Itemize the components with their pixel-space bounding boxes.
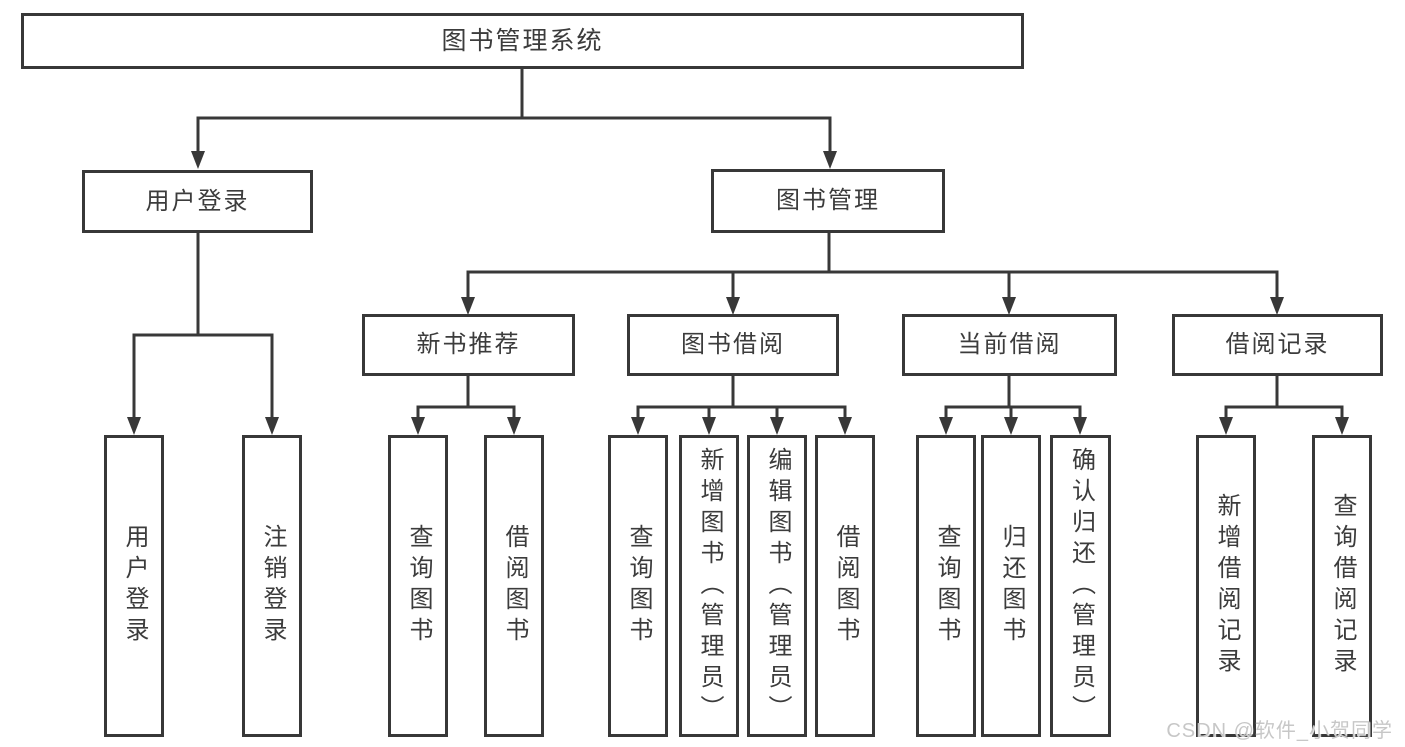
node-book-management-branch: 图书管理 <box>711 169 945 233</box>
leaf-query-books-1-label: 查询图书 <box>405 524 432 648</box>
leaf-query-books-1: 查询图书 <box>388 435 448 737</box>
leaf-edit-book-admin: 编辑图书（管理员） <box>747 435 807 737</box>
connector-current-borrowing <box>944 374 1082 409</box>
leaf-query-books-3-label: 查询图书 <box>933 524 960 648</box>
node-current-borrowing-label: 当前借阅 <box>957 331 1062 358</box>
leaf-user-login-label: 用户登录 <box>121 524 148 648</box>
leaf-return-books-label: 归还图书 <box>998 524 1025 648</box>
leaf-query-books-3: 查询图书 <box>916 435 976 737</box>
node-book-management-branch-label: 图书管理 <box>776 187 880 214</box>
leaf-edit-book-admin-label: 编辑图书（管理员） <box>764 446 791 726</box>
leaf-confirm-return-admin: 确认归还（管理员） <box>1050 435 1111 737</box>
connector-borrowing-records <box>1224 374 1344 409</box>
connector-group <box>127 67 1349 435</box>
leaf-add-book-admin-label: 新增图书（管理员） <box>696 446 723 726</box>
leaf-add-book-admin: 新增图书（管理员） <box>679 435 739 737</box>
leaf-query-borrow-record: 查询借阅记录 <box>1312 435 1372 737</box>
leaf-borrow-books-2-label: 借阅图书 <box>832 524 859 648</box>
node-new-book-recommend: 新书推荐 <box>362 314 575 376</box>
leaf-logout-label: 注销登录 <box>259 524 286 648</box>
node-root: 图书管理系统 <box>21 13 1024 69</box>
leaf-borrow-books-1: 借阅图书 <box>484 435 544 737</box>
leaf-query-books-2-label: 查询图书 <box>625 524 652 648</box>
connector-book-borrowing <box>636 374 847 409</box>
leaf-borrow-books-1-label: 借阅图书 <box>501 524 528 648</box>
connector-user-login <box>132 231 274 337</box>
connector-book-management <box>466 231 1279 274</box>
node-user-login-branch: 用户登录 <box>82 170 313 233</box>
connector-root <box>196 67 832 120</box>
leaf-borrow-books-2: 借阅图书 <box>815 435 875 737</box>
node-new-book-recommend-label: 新书推荐 <box>416 331 521 358</box>
leaf-user-login: 用户登录 <box>104 435 164 737</box>
node-user-login-branch-label: 用户登录 <box>145 187 250 215</box>
node-borrowing-records-label: 借阅记录 <box>1225 331 1330 358</box>
node-book-borrowing: 图书借阅 <box>627 314 839 376</box>
node-borrowing-records: 借阅记录 <box>1172 314 1383 376</box>
node-book-borrowing-label: 图书借阅 <box>681 331 785 358</box>
node-root-label: 图书管理系统 <box>441 26 604 55</box>
leaf-add-borrow-record-label: 新增借阅记录 <box>1213 493 1240 679</box>
leaf-query-borrow-record-label: 查询借阅记录 <box>1329 493 1356 679</box>
connector-new-book-recommend <box>416 374 516 409</box>
leaf-confirm-return-admin-label: 确认归还（管理员） <box>1067 446 1095 726</box>
leaf-return-books: 归还图书 <box>981 435 1041 737</box>
leaf-logout: 注销登录 <box>242 435 302 737</box>
leaf-query-books-2: 查询图书 <box>608 435 668 737</box>
leaf-add-borrow-record: 新增借阅记录 <box>1196 435 1256 737</box>
node-current-borrowing: 当前借阅 <box>902 314 1117 376</box>
watermark: CSDN @软件_小贺同学 <box>1166 720 1393 742</box>
